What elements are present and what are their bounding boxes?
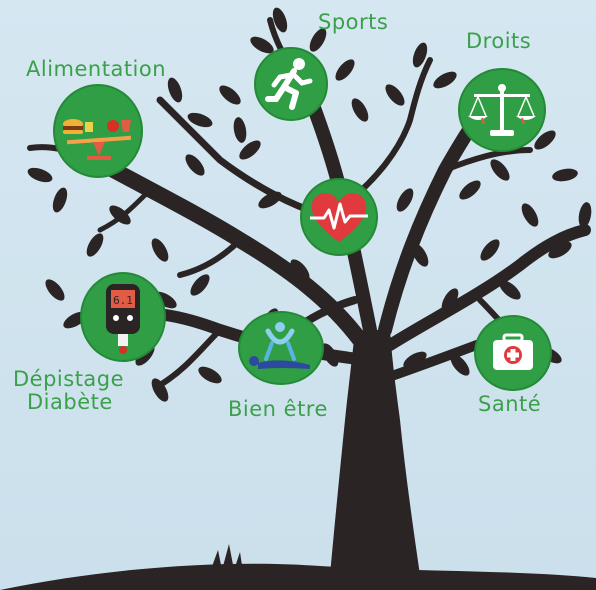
running-person-icon	[265, 58, 313, 110]
glucometer-reading: 6.1	[113, 294, 133, 307]
glucometer-icon: 6.1	[106, 284, 140, 354]
alimentation-bubble	[53, 84, 143, 178]
droits-bubble	[458, 68, 546, 152]
sports-bubble	[254, 47, 328, 121]
scales-of-justice-icon	[468, 84, 536, 136]
label-depistage: Dépistage	[13, 367, 125, 391]
heart-bubble	[300, 178, 378, 256]
label-bien-etre: Bien être	[228, 397, 328, 421]
label-diabete: Diabète	[27, 390, 113, 414]
label-sports: Sports	[318, 10, 389, 34]
depistage-bubble: 6.1	[80, 272, 166, 362]
heartbeat-icon	[310, 193, 368, 242]
massage-icon	[249, 322, 310, 369]
sante-bubble	[474, 315, 552, 391]
label-sante: Santé	[478, 392, 542, 416]
food-seesaw-icon	[63, 119, 132, 160]
label-droits: Droits	[466, 29, 532, 53]
bien-etre-bubble	[238, 311, 324, 385]
first-aid-kit-icon	[493, 333, 533, 370]
label-alimentation: Alimentation	[26, 57, 167, 81]
